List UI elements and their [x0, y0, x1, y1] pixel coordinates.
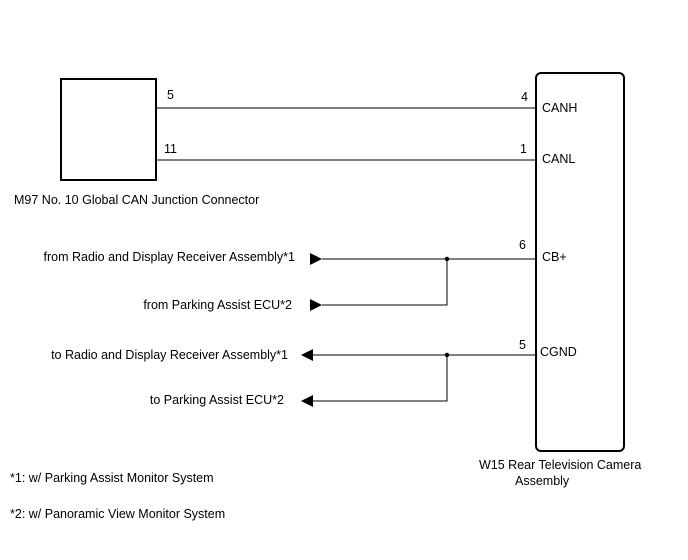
- m97-connector-box: [60, 78, 157, 181]
- m97-connector-label: M97 No. 10 Global CAN Junction Connector: [14, 193, 259, 207]
- m97-pin-canh-number: 5: [167, 88, 174, 102]
- cb-junction-dot: [444, 256, 450, 262]
- w15-camera-label-line1: W15 Rear Television Camera: [479, 458, 641, 472]
- w15-pin-cgnd-number: 5: [519, 338, 526, 352]
- w15-pin-canl-name: CANL: [542, 152, 575, 166]
- w15-pin-cb-number: 6: [519, 238, 526, 252]
- w15-pin-cgnd-name: CGND: [540, 345, 577, 359]
- cgnd-to-radio-label: to Radio and Display Receiver Assembly*1: [51, 348, 288, 362]
- w15-pin-canh-name: CANH: [542, 101, 577, 115]
- w15-pin-cb-name: CB+: [542, 250, 567, 264]
- w15-camera-label-line2: Assembly: [515, 474, 570, 488]
- w15-camera-box: [535, 72, 625, 452]
- m97-pin-canl-number: 11: [164, 142, 177, 156]
- cb-from-radio-label: from Radio and Display Receiver Assembly…: [44, 250, 296, 264]
- cb-from-parking-label: from Parking Assist ECU*2: [143, 298, 292, 312]
- w15-pin-canh-number: 4: [521, 90, 528, 104]
- cgnd-radio-arrow-icon: [301, 349, 313, 361]
- footnote-2: *2: w/ Panoramic View Monitor System: [10, 507, 225, 521]
- cgnd-to-parking-label: to Parking Assist ECU*2: [150, 393, 284, 407]
- cgnd-junction-dot: [444, 352, 450, 358]
- footnote-1: *1: w/ Parking Assist Monitor System: [10, 471, 214, 485]
- cb-parking-arrow-icon: [310, 299, 322, 311]
- cgnd-parking-arrow-icon: [301, 395, 313, 407]
- cgnd-branch-wire: [312, 355, 448, 402]
- w15-pin-canl-number: 1: [520, 142, 527, 156]
- cb-radio-arrow-icon: [310, 253, 322, 265]
- cb-branch-wire: [322, 259, 448, 306]
